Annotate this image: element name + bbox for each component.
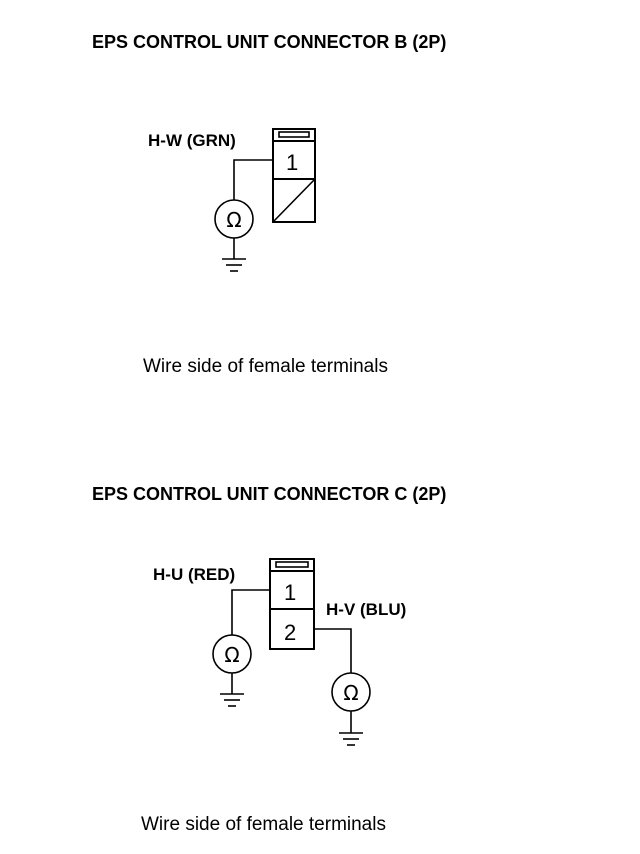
- connector-b-wire-label: H-W (GRN): [148, 131, 236, 150]
- connector-b-caption: Wire side of female terminals: [143, 356, 388, 377]
- connector-b-title: EPS CONTROL UNIT CONNECTOR B (2P): [92, 32, 446, 52]
- connector-c-diagram: EPS CONTROL UNIT CONNECTOR C (2P) H-U (R…: [92, 484, 446, 835]
- connector-c-pin-2: 2: [284, 620, 296, 645]
- ground-icon: [220, 693, 244, 707]
- connector-b-diagram: EPS CONTROL UNIT CONNECTOR B (2P) H-W (G…: [92, 32, 446, 377]
- ground-icon: [222, 258, 246, 272]
- connector-c: 1 2: [269, 558, 315, 650]
- connector-c-caption: Wire side of female terminals: [141, 814, 386, 835]
- connector-c-lock-slot: [275, 561, 309, 568]
- connector-b-wire: [233, 159, 273, 200]
- connector-c-title: EPS CONTROL UNIT CONNECTOR C (2P): [92, 484, 446, 504]
- connector-c-wire-1: [231, 589, 270, 635]
- ohm-symbol: Ω: [224, 643, 239, 667]
- connector-c-wire-label-2: H-V (BLU): [326, 600, 406, 619]
- connector-b-lock-slot: [278, 131, 310, 138]
- connector-b-pin-1: 1: [286, 150, 298, 175]
- connector-c-wire-2: [314, 628, 352, 673]
- ohm-symbol: Ω: [226, 208, 241, 232]
- connector-c-pin-1: 1: [284, 580, 296, 605]
- connector-b-unused-slash: [272, 178, 316, 223]
- connector-b: 1: [272, 128, 316, 223]
- connector-c-wire-label-1: H-U (RED): [153, 565, 235, 584]
- ohmmeter-icon: Ω: [214, 199, 254, 239]
- ohm-symbol: Ω: [343, 681, 358, 705]
- ohmmeter-icon: Ω: [331, 672, 371, 712]
- connector-c-cavity-2: [269, 608, 315, 650]
- ohmmeter-icon: Ω: [212, 634, 252, 674]
- ground-icon: [339, 732, 363, 746]
- connector-c-cavity-1: [269, 570, 315, 610]
